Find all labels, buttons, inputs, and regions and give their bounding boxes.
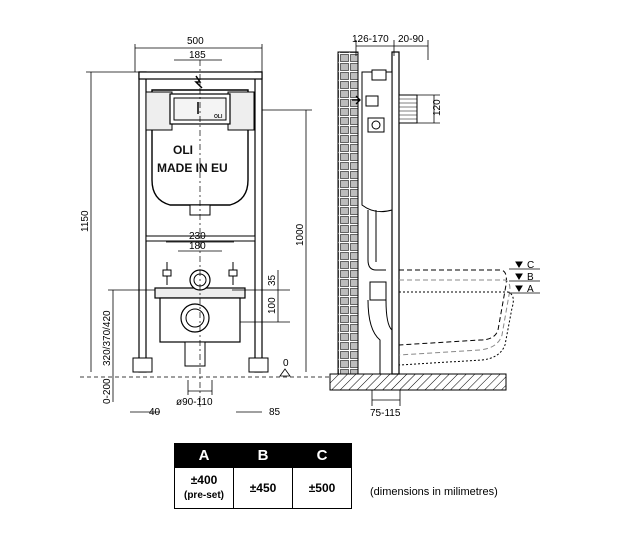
- header-b: B: [233, 443, 293, 468]
- brand-logo: OLI: [173, 143, 193, 157]
- side-valve: [365, 95, 379, 107]
- side-frame-upright: [391, 51, 400, 375]
- dim-0-200: 0-200: [102, 378, 113, 404]
- inlet-arrow-icon: [194, 75, 203, 89]
- dim-pipe-diameter: ø90-110: [176, 397, 213, 408]
- side-waste-connector: [369, 281, 387, 301]
- frame-right-upright: [254, 71, 263, 373]
- value-c: ±500: [292, 467, 352, 509]
- header-a: A: [174, 443, 234, 468]
- side-view: [329, 51, 540, 391]
- floor-hatch: [329, 373, 507, 391]
- brand-text: MADE IN EU: [157, 161, 228, 175]
- side-flush-plate: [398, 94, 418, 124]
- level-b-marker: [515, 273, 523, 280]
- level-c-label: C: [527, 260, 534, 271]
- frame-crossbar: [145, 235, 256, 242]
- dim-185: 185: [189, 50, 206, 61]
- drain-outlet: [184, 341, 206, 367]
- dim-85: 85: [269, 407, 281, 418]
- height-table: A B C ±400(pre-set) ±450 ±500: [174, 443, 352, 509]
- value-a: ±400(pre-set): [174, 467, 234, 509]
- frame-right-foot: [248, 357, 269, 373]
- level-b-label: B: [527, 272, 534, 283]
- dim-180: 180: [189, 241, 206, 252]
- dim-1000: 1000: [295, 223, 306, 246]
- zero-level-icon: [279, 368, 291, 377]
- dim-20-90: 20-90: [398, 34, 424, 45]
- dim-126-170: 126-170: [352, 34, 389, 45]
- dim-120: 120: [432, 99, 443, 116]
- side-cistern: [361, 71, 393, 213]
- value-a-note: (pre-set): [183, 490, 224, 501]
- rod-left-clip: [162, 269, 172, 277]
- side-waste-pipe: [367, 299, 381, 374]
- side-inlet-arrow-icon: [352, 95, 361, 105]
- frame-left-upright: [138, 71, 147, 373]
- bowl-outline-a: [398, 291, 514, 366]
- dim-1150: 1150: [80, 210, 91, 232]
- waste-pipe-inner: [185, 308, 205, 328]
- side-valve-circle: [371, 120, 381, 130]
- dim-75-115: 75-115: [370, 408, 401, 419]
- cistern-left-bracket: [145, 91, 173, 131]
- front-view: OLI: [132, 60, 269, 410]
- frame-top-rail: [138, 71, 263, 80]
- side-flush-pipe: [367, 210, 386, 271]
- side-dimensions: [355, 40, 440, 406]
- dim-230: 230: [189, 231, 206, 242]
- header-c: C: [292, 443, 352, 468]
- bowl-outline-c: [398, 269, 507, 346]
- rod-right-clip: [228, 269, 238, 277]
- installation-drawing: OLI OLI MADE IN EU: [80, 34, 540, 419]
- bowl-outline-b: [398, 279, 511, 356]
- dim-40: 40: [149, 407, 161, 418]
- panel-small-logo: OLI: [214, 114, 223, 120]
- frame-left-foot: [132, 357, 153, 373]
- dim-100: 100: [267, 297, 278, 314]
- level-c-marker: [515, 261, 523, 268]
- value-b: ±450: [233, 467, 293, 509]
- units-note: (dimensions in milimetres): [370, 486, 498, 498]
- level-a-marker: [515, 285, 523, 292]
- front-dimensions: [80, 44, 330, 413]
- level-a-label: A: [527, 284, 534, 295]
- dim-35: 35: [267, 274, 278, 286]
- zero-mark: 0: [283, 358, 289, 369]
- side-cistern-top: [371, 69, 387, 81]
- dim-500: 500: [187, 36, 204, 47]
- dim-320-370-420: 320/370/420: [102, 310, 113, 366]
- cistern-right-bracket: [227, 91, 255, 131]
